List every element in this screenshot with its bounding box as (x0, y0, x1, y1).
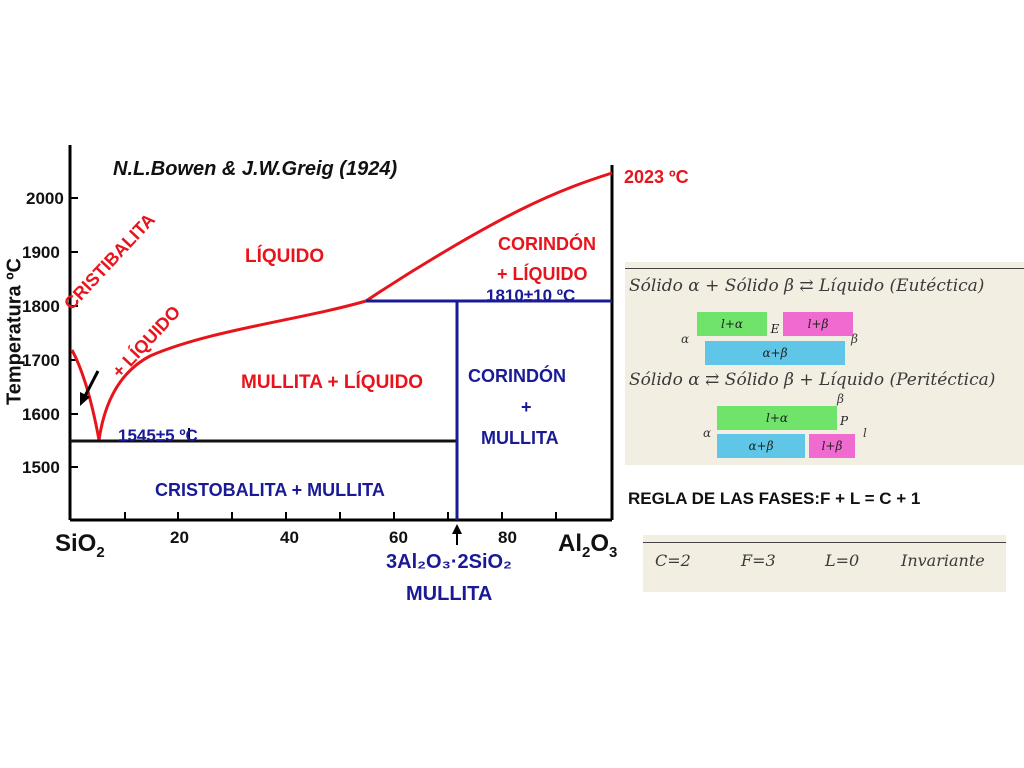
eutectic-beta: β (851, 332, 858, 346)
region-mullite-liquid: MULLITA + LÍQUIDO (241, 372, 424, 393)
notes-peritectic-equation: Sólido α ⇄ Sólido β + Líquido (Peritécti… (629, 370, 996, 390)
notes-eutectic-equation: Sólido α + Sólido β ⇄ Líquido (Eutéctica… (629, 276, 985, 296)
region-cristobalite-mullite: CRISTOBALITA + MULLITA (155, 480, 385, 500)
y-tick-2000: 2000 (26, 189, 64, 208)
liquidus-cristobalite-curve (70, 349, 101, 441)
region-corundum-liquid-line2: + LÍQUIDO (497, 264, 588, 284)
eutectic-cell-e: E (770, 322, 780, 336)
region-corundum-mullite-line1: CORINDÓN (468, 366, 566, 386)
al2o3-label: Al2O3 (558, 530, 618, 561)
peritectic-cell-l-alpha: l+α (717, 406, 837, 430)
region-liquid: LÍQUIDO (245, 246, 325, 267)
diagram-title: N.L.Bowen & J.W.Greig (1924) (113, 158, 398, 180)
y-tick-marks (70, 197, 78, 468)
note-l-value: L=0 (825, 551, 860, 570)
peritectic-cell-alpha-beta: α+β (717, 434, 805, 458)
notes-rule-line (625, 268, 1024, 269)
cristobalite-arrow-head (80, 392, 90, 406)
phase-rule-title: REGLA DE LAS FASES:F + L = C + 1 (628, 489, 921, 508)
eutectic-cell-l-alpha: l+α (697, 312, 767, 336)
liquidus-curve (97, 171, 613, 441)
y-tick-1900: 1900 (22, 243, 60, 262)
x-tick-20: 20 (170, 528, 189, 547)
peritectic-cell-l-beta: l+β (809, 434, 855, 458)
peritectic-label: 1810±10 ºC (486, 286, 576, 305)
eutectic-label: 1545±5 ºC (118, 426, 198, 445)
region-corundum-liquid-line1: CORINDÓN (498, 234, 596, 254)
region-corundum-mullite-line3: MULLITA (481, 428, 559, 448)
x-tick-marks (124, 512, 557, 520)
sio2-label: SiO2 (55, 530, 105, 561)
x-tick-40: 40 (280, 528, 299, 547)
peritectic-alpha: α (703, 426, 712, 440)
note-f-value: F=3 (741, 551, 776, 570)
peritectic-l: l (863, 426, 867, 440)
y-tick-1600: 1600 (22, 405, 60, 424)
peritectic-cell-p: P (839, 414, 849, 428)
y-axis-label: Temperatura ºC (3, 258, 26, 405)
eutectic-alpha: α (681, 332, 690, 346)
y-tick-1700: 1700 (22, 351, 60, 370)
note-invariant: Invariante (901, 551, 985, 570)
x-tick-80: 80 (498, 528, 517, 547)
melting-point-label: 2023 ºC (624, 167, 689, 187)
x-tick-60: 60 (389, 528, 408, 547)
mullite-formula: 3Al₂O₃·2SiO₂ (386, 551, 512, 573)
notes-eutectic-peritectic: Sólido α + Sólido β ⇄ Líquido (Eutéctica… (625, 262, 1024, 465)
mullite-arrow-head (452, 524, 462, 534)
cristobalite-arrow (82, 370, 100, 399)
eutectic-cell-l-beta: l+β (783, 312, 853, 336)
notes-bottom-rule-line (643, 542, 1006, 543)
mullite-name: MULLITA (406, 583, 493, 605)
peritectic-beta: β (837, 392, 844, 406)
y-tick-1500: 1500 (22, 458, 60, 477)
note-c-value: C=2 (655, 551, 691, 570)
y-tick-1800: 1800 (22, 297, 60, 316)
notes-invariant: C=2 F=3 L=0 Invariante (643, 535, 1006, 592)
eutectic-cell-alpha-beta: α+β (705, 341, 845, 365)
region-corundum-mullite-line2: + (521, 397, 532, 417)
